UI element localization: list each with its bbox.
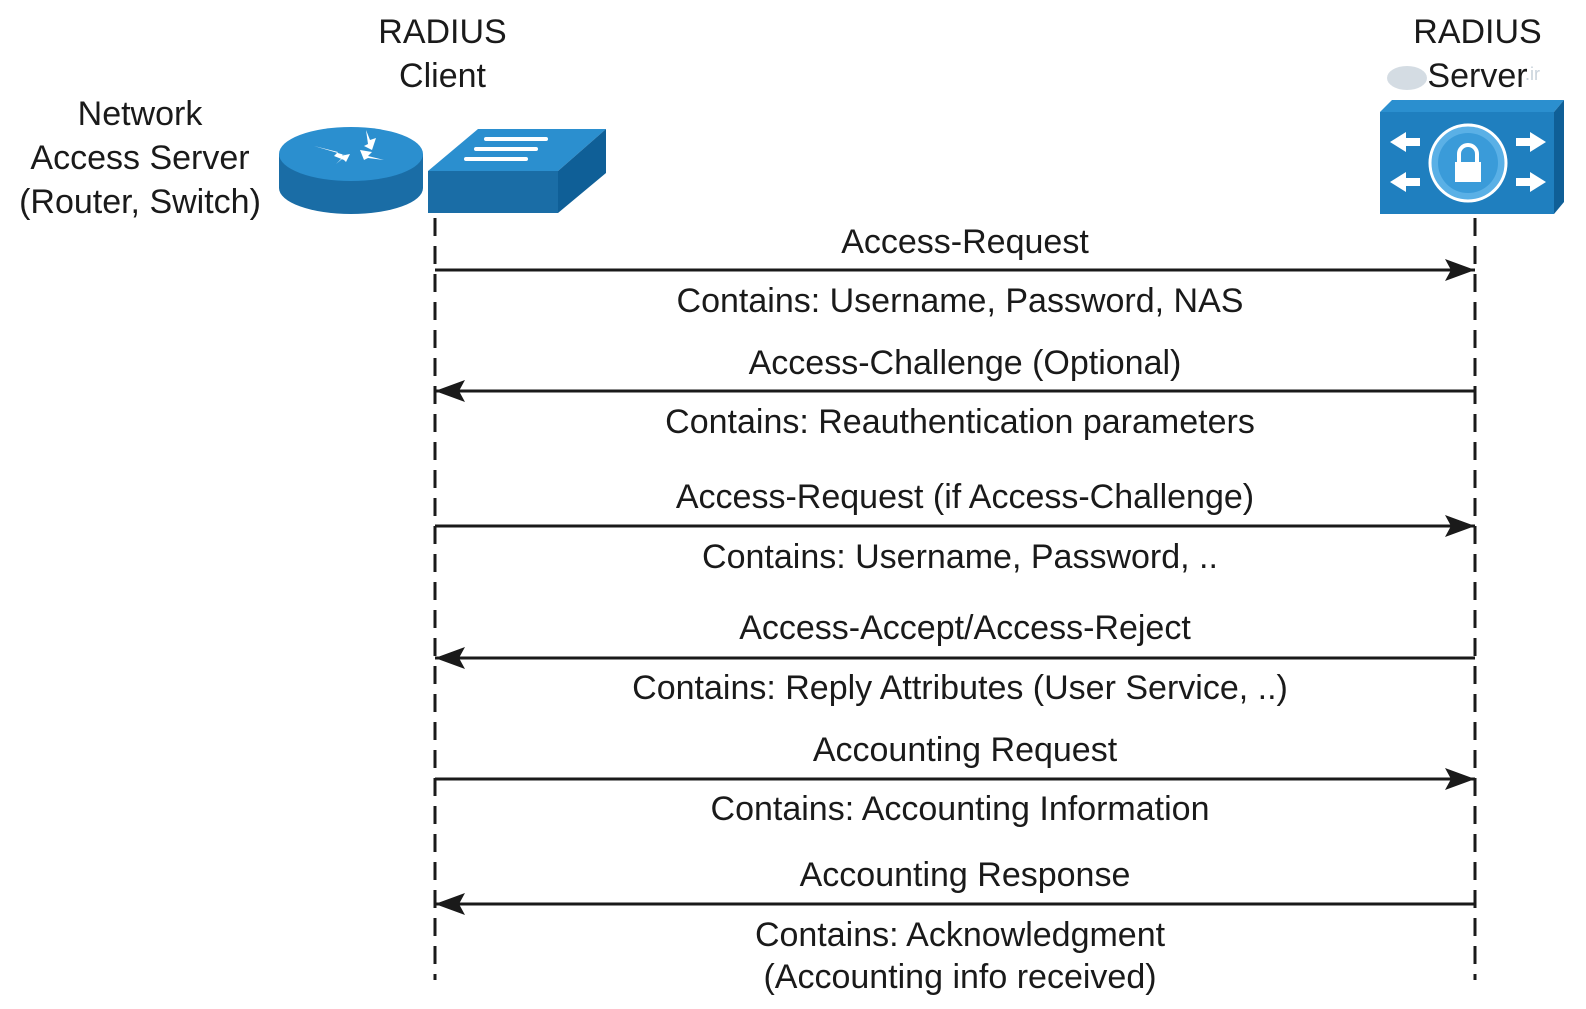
- watermark-logo: .ir: [1385, 60, 1560, 105]
- message-6-arrowhead: [435, 893, 465, 915]
- message-5-title: Accounting Request: [812, 731, 1118, 769]
- radius-server-icon: [1376, 98, 1566, 223]
- client-label-line2: Client: [399, 57, 486, 95]
- message-1-arrowhead: [1445, 259, 1475, 281]
- message-4-title: Access-Accept/Access-Reject: [739, 609, 1191, 647]
- message-3-arrowhead: [1445, 515, 1475, 537]
- server-label-line2: Server: [1427, 57, 1528, 95]
- message-4-contains: Contains: Reply Attributes (User Service…: [632, 669, 1288, 707]
- message-3-contains: Contains: Username, Password, ..: [702, 538, 1218, 576]
- message-6-title: Accounting Response: [799, 856, 1131, 894]
- message-2-title: Access-Challenge (Optional): [748, 344, 1182, 382]
- message-5-arrowhead: [1445, 768, 1475, 790]
- message-1-title: Access-Request: [841, 223, 1089, 261]
- message-3-title: Access-Request (if Access-Challenge): [675, 478, 1255, 516]
- message-6-contains-line2: (Accounting info received): [763, 958, 1157, 996]
- router-icon: [276, 116, 426, 226]
- message-5-contains: Contains: Accounting Information: [710, 790, 1210, 828]
- nas-label-line3: (Router, Switch): [19, 183, 261, 221]
- message-6-contains: Contains: Acknowledgment: [754, 916, 1166, 954]
- switch-icon: [426, 125, 608, 222]
- server-label-line1: RADIUS: [1413, 13, 1542, 51]
- client-label-line1: RADIUS: [378, 13, 507, 51]
- message-1-contains: Contains: Username, Password, NAS: [676, 282, 1244, 320]
- nas-label-line1: Network: [77, 95, 203, 133]
- nas-label-line2: Access Server: [30, 139, 250, 177]
- message-4-arrowhead: [435, 647, 465, 669]
- message-2-arrowhead: [435, 380, 465, 402]
- svg-text:.ir: .ir: [1525, 64, 1540, 84]
- message-2-contains: Contains: Reauthentication parameters: [665, 403, 1255, 441]
